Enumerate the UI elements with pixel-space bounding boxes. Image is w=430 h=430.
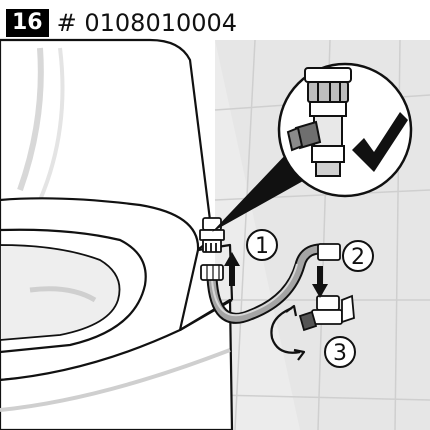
rotate-clockwise-icon — [270, 304, 306, 361]
arrow-down-icon — [312, 266, 328, 298]
flexible-hose — [200, 243, 341, 324]
step-number-badge: 16 — [6, 9, 49, 37]
step-header: 16 # 0108010004 — [6, 6, 237, 40]
check-mark-icon — [352, 112, 408, 172]
article-number: # 0108010004 — [56, 9, 238, 37]
detail-magnifier — [277, 62, 413, 198]
cistern-valve — [199, 217, 225, 253]
toilet — [0, 38, 234, 430]
callout-1: 1 — [246, 229, 278, 261]
callout-2-label: 2 — [351, 245, 365, 270]
angle-valve — [298, 294, 355, 332]
callout-3: 3 — [324, 336, 356, 368]
arrow-up-icon — [224, 252, 240, 286]
callout-2: 2 — [342, 240, 374, 272]
detail-pointer — [212, 150, 312, 232]
callout-3-label: 3 — [333, 341, 347, 366]
callout-1-label: 1 — [255, 234, 269, 259]
